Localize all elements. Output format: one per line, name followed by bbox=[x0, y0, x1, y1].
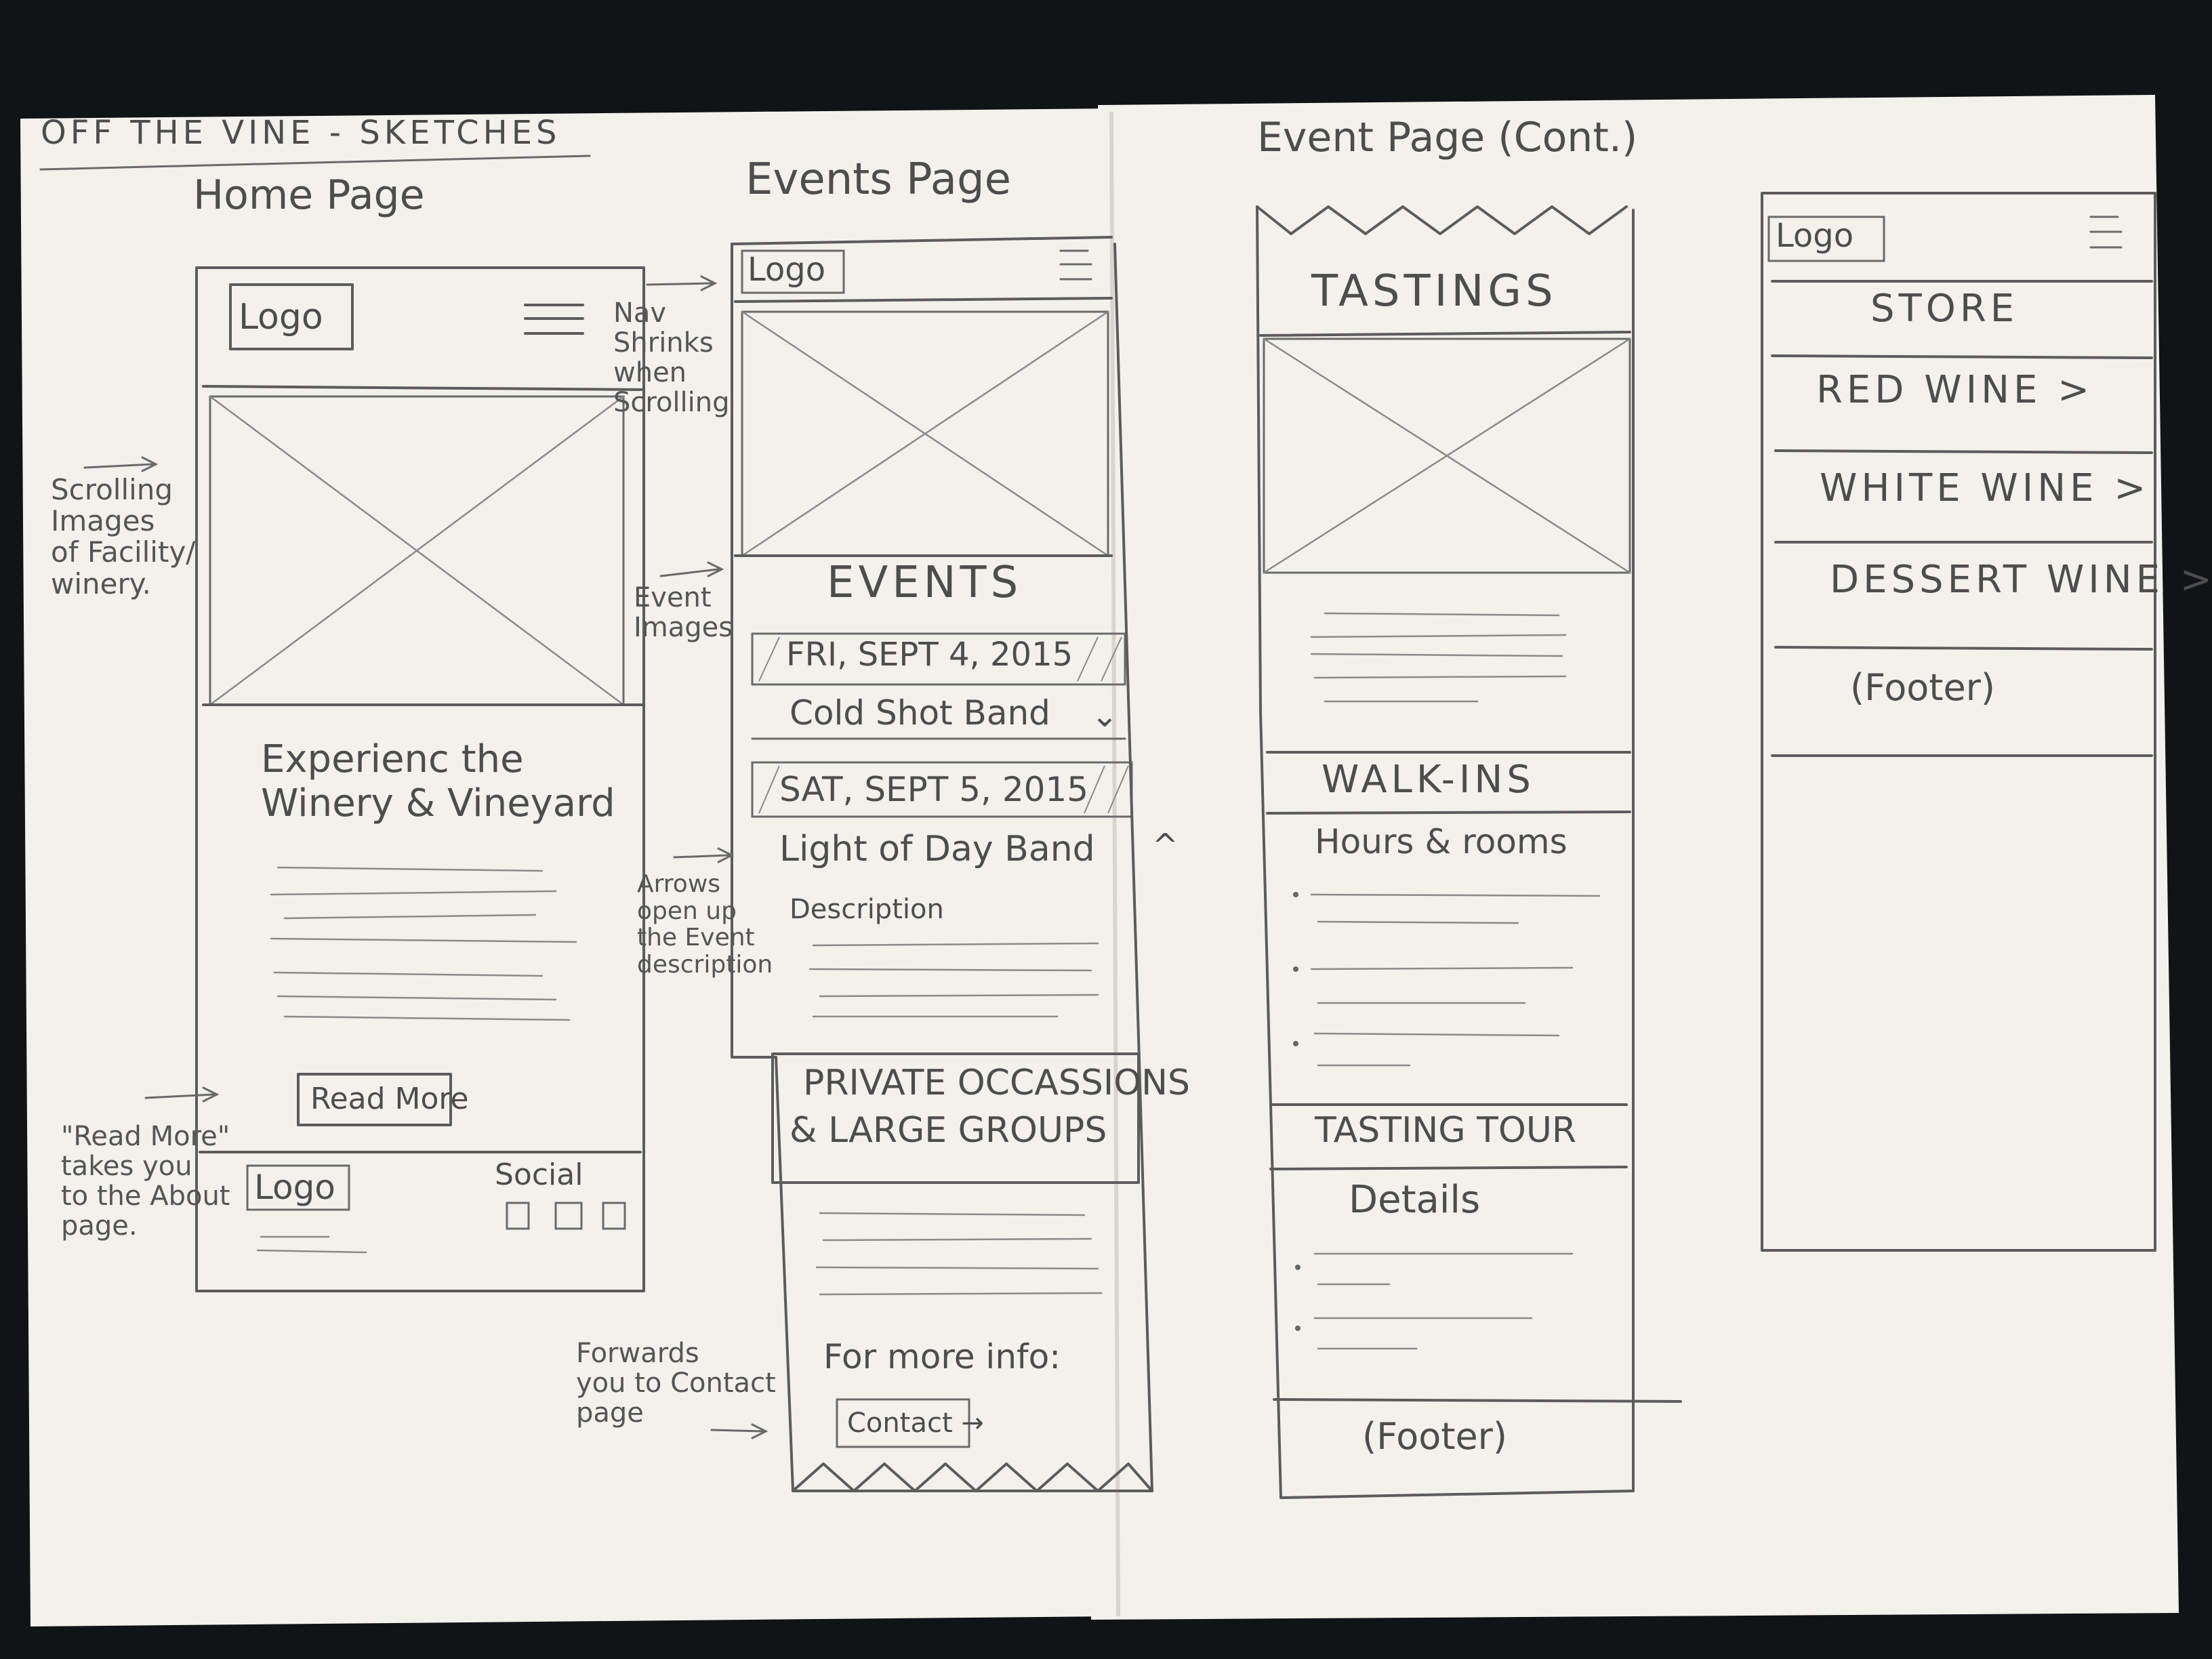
home-footer-logo: Logo bbox=[254, 1168, 335, 1207]
home-headline-2: Winery & Vineyard bbox=[261, 781, 615, 825]
event-date-2: SAT, SEPT 5, 2015 bbox=[779, 770, 1089, 809]
home-headline-1: Experienc the bbox=[261, 737, 524, 781]
events-cont-heading: Event Page (Cont.) bbox=[1257, 114, 1638, 161]
note-scrolling: Scrolling Images of Facility/ winery. bbox=[51, 473, 196, 600]
note-nav-shrinks: Nav Shrinks when Scrolling bbox=[613, 298, 730, 418]
store-wireframe bbox=[1761, 192, 2156, 1252]
event-description-label: Description bbox=[790, 894, 944, 925]
store-item-white-wine[interactable]: WHITE WINE > bbox=[1820, 466, 2150, 510]
chevron-down-icon[interactable]: ⌄ bbox=[1091, 697, 1119, 735]
sheet-title: OFF THE VINE - SKETCHES bbox=[41, 114, 561, 152]
home-social-label: Social bbox=[495, 1158, 583, 1192]
events-heading: Events Page bbox=[745, 155, 1011, 205]
private-occasions-line-2: & LARGE GROUPS bbox=[790, 1110, 1107, 1151]
store-item-dessert-wine[interactable]: DESSERT WINE > bbox=[1830, 558, 2212, 602]
store-title: STORE bbox=[1870, 287, 2019, 331]
note-forwards: Forwards you to Contact page bbox=[576, 1338, 776, 1429]
event-name-2[interactable]: Light of Day Band bbox=[779, 829, 1095, 869]
note-arrows: Arrows open up the Event description bbox=[637, 870, 773, 979]
contact-button[interactable]: Contact → bbox=[847, 1408, 984, 1439]
home-logo: Logo bbox=[239, 297, 323, 337]
event-date-1: FRI, SEPT 4, 2015 bbox=[786, 636, 1073, 674]
events-section-title: EVENTS bbox=[827, 558, 1023, 608]
store-item-red-wine[interactable]: RED WINE > bbox=[1816, 368, 2094, 412]
home-arrows bbox=[83, 456, 220, 1103]
home-wireframe bbox=[195, 266, 645, 1292]
walk-ins-title: WALK-INS bbox=[1322, 758, 1535, 802]
home-heading: Home Page bbox=[193, 171, 425, 219]
events-cont-footer: (Footer) bbox=[1362, 1415, 1507, 1458]
store-footer: (Footer) bbox=[1850, 666, 1995, 709]
event-name-1[interactable]: Cold Shot Band bbox=[790, 693, 1050, 733]
note-read-more: "Read More" takes you to the About page. bbox=[61, 1121, 230, 1242]
details-label: Details bbox=[1349, 1178, 1481, 1222]
events-logo: Logo bbox=[747, 251, 826, 289]
tasting-tour-title: TASTING TOUR bbox=[1315, 1110, 1577, 1151]
private-occasions-line-1: PRIVATE OCCASSIONS bbox=[803, 1063, 1191, 1103]
store-logo: Logo bbox=[1776, 217, 1854, 255]
note-event-images: Event Images bbox=[634, 582, 733, 643]
events-arrows bbox=[646, 275, 769, 1439]
chevron-up-icon[interactable]: ^ bbox=[1152, 827, 1179, 863]
events-wireframe bbox=[731, 236, 1153, 1492]
hours-label: Hours & rooms bbox=[1315, 822, 1568, 861]
paper-right bbox=[1091, 95, 2179, 1620]
read-more-button[interactable]: Read More bbox=[310, 1082, 469, 1116]
more-info-label: For more info: bbox=[823, 1337, 1061, 1376]
events-cont-wireframe bbox=[1256, 205, 1682, 1499]
tastings-title: TASTINGS bbox=[1311, 266, 1557, 316]
